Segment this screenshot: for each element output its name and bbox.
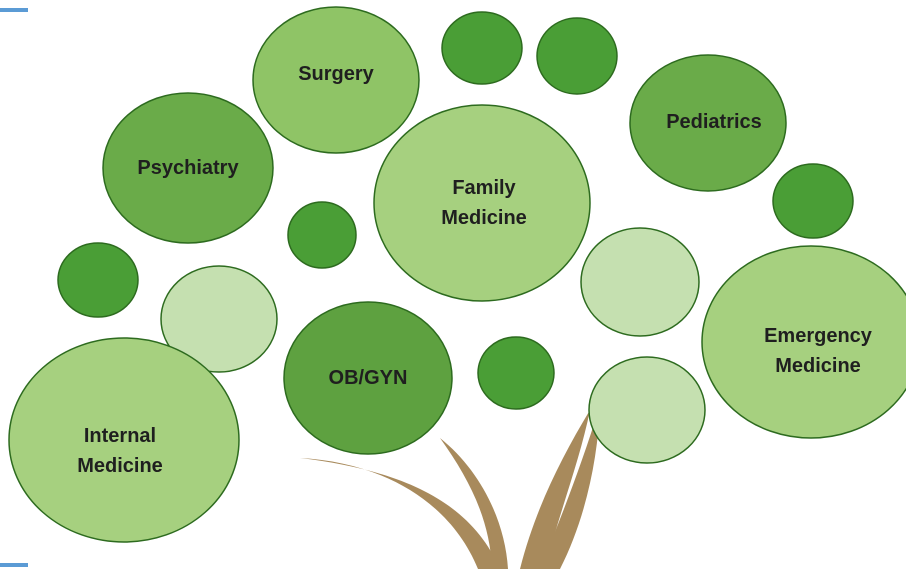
label-ob-gyn: OB/GYN [328,367,408,389]
leaf-pale-right-lower [588,356,706,464]
label-emergency-medicine: Emergency Medicine [764,325,872,377]
label-psychiatry: Psychiatry [137,157,239,179]
leaf-emergency-medicine [701,245,906,439]
leaf-internal-medicine [8,337,240,543]
leaf-small-center-left [287,201,357,269]
leaf-pale-left [160,265,278,373]
trunk-branch-left-mid [440,438,508,569]
leaf-ob-gyn [283,301,453,455]
accent-bar-bottom [0,563,28,567]
leaf-small-right [772,163,854,239]
label-surgery: Surgery [298,63,374,85]
trunk-branch-left [300,458,500,569]
label-internal-medicine: Internal Medicine [77,425,163,477]
trunk-branch-right-mid [520,410,590,569]
leaf-psychiatry [102,92,274,244]
label-family-medicine: Family Medicine [441,177,527,229]
leaf-small-bottom-center [477,336,555,410]
label-pediatrics: Pediatrics [666,111,762,133]
leaf-small-top-2 [536,17,618,95]
leaf-pale-right-upper [580,227,700,337]
leaf-small-far-left [57,242,139,318]
accent-bar-top [0,8,28,12]
leaf-pediatrics [629,54,787,192]
leaf-small-top-1 [441,11,523,85]
leaf-surgery [252,6,420,154]
leaf-family-medicine [373,104,591,302]
trunk-branch-right [540,405,600,569]
tree-trunk [300,405,600,569]
